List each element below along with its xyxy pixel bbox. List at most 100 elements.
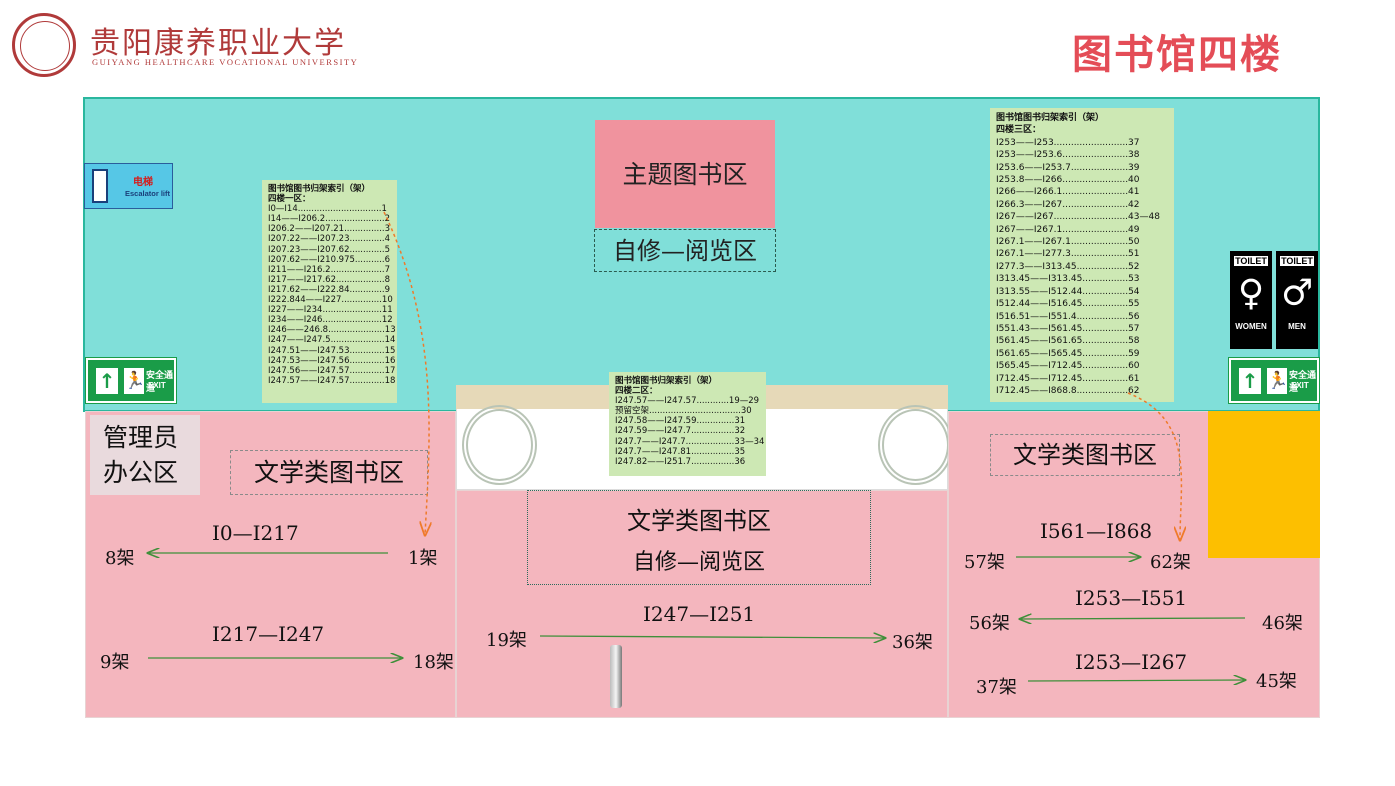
index-row: I561.65——I565.45................59: [996, 348, 1140, 359]
elevator-label-en: Escalator lift: [125, 189, 171, 198]
up-arrow-icon: ↑: [1239, 368, 1261, 394]
index-title: 图书馆图书归架索引（架）: [615, 376, 718, 386]
running-man-icon: 🏃: [1267, 368, 1288, 394]
index-row: I253.6——I253.7....................39: [996, 162, 1140, 173]
index-row: I246——246.8.....................13: [268, 325, 396, 336]
shelf-label: 46架: [1262, 613, 1303, 634]
exit-sign-right: ↑ 🏃 安全通道 EXIT: [1228, 357, 1320, 404]
index-row: I551.43——I561.45................57: [996, 323, 1140, 334]
men-label: MEN: [1288, 322, 1306, 331]
range-label: I561—I868: [1040, 519, 1153, 543]
index-row: I313.45——I313.45................53: [996, 274, 1140, 285]
index-row: I266.3——I267.......................42: [996, 199, 1140, 210]
index-row: I207.22——I207.23.............4: [268, 234, 391, 245]
theme-book-zone: 主题图书区: [595, 120, 775, 228]
up-arrow-icon: ↑: [96, 368, 118, 394]
index-row: I561.45——I561.65................58: [996, 336, 1140, 347]
shelf-label: 19架: [486, 630, 527, 651]
pillar-icon: [610, 645, 622, 708]
index-row: I253——I253.6.......................38: [996, 150, 1140, 161]
index-row: I247.51——I247.53.............15: [268, 345, 396, 356]
shelf-label: 56架: [969, 613, 1010, 634]
women-label: WOMEN: [1235, 322, 1267, 331]
index-row: I313.55——I512.44................54: [996, 286, 1140, 297]
range-label: I253—I267: [1075, 650, 1188, 674]
index-row: I247.7——I247.7..................33—34: [615, 436, 765, 447]
index-row: I247.82——I251.7................36: [615, 456, 746, 467]
literature-zone-right: 文学类图书区: [990, 434, 1180, 476]
university-seal-icon: [12, 13, 76, 77]
literature-mid-label: 文学类图书区: [627, 507, 771, 535]
index-row: I253.8——I266.......................40: [996, 175, 1140, 186]
index-row: I247.57——I247.57............19—29: [615, 396, 760, 407]
toilet-label: TOILET: [1234, 256, 1268, 266]
index-row: I247.59——I247.7................32: [615, 426, 746, 437]
shelf-label: 45架: [1256, 671, 1297, 692]
toilet-women-sign: TOILET ♀ WOMEN: [1230, 251, 1272, 349]
university-name-cn: 贵阳康养职业大学: [90, 26, 346, 61]
dotted-link-left: [383, 211, 429, 535]
index-row: I14——I206.2......................2: [268, 214, 391, 225]
exit-label-cn: 安全通道: [146, 371, 174, 394]
shelf-label: 36架: [892, 632, 933, 653]
index-row: I206.2——I207.21...............3: [268, 224, 391, 235]
index-zone: 四楼一区：: [268, 194, 311, 205]
index-row: I266——I266.1.......................41: [996, 187, 1140, 198]
index-row: I207.23——I207.62.............5: [268, 244, 391, 255]
index-row: I247.56——I247.57.............17: [268, 365, 396, 376]
exit-label-en: EXIT: [1291, 381, 1309, 390]
shelf-label: 1架: [408, 548, 438, 569]
index-row: I207.62——I210.975...........6: [268, 254, 391, 265]
index-row: I516.51——I551.4..................56: [996, 311, 1140, 322]
toilet-label: TOILET: [1280, 256, 1314, 266]
range-label: I0—I217: [212, 521, 299, 545]
range-label: I217—I247: [212, 622, 325, 646]
man-icon: ♂: [1280, 273, 1314, 314]
index-row: 预留空架..................................30: [615, 406, 752, 417]
index-row: I222.844——I227...............10: [268, 295, 393, 306]
university-name-en: GUIYANG HEALTHCARE VOCATIONAL UNIVERSITY: [92, 57, 359, 67]
shelf-label: 18架: [413, 652, 454, 673]
range-label: I253—I551: [1075, 586, 1188, 610]
woman-icon: ♀: [1237, 273, 1265, 314]
admin-office: 管理员 办公区: [90, 415, 200, 495]
exit-label-en: EXIT: [148, 381, 166, 390]
index-row: I267——I267..........................43—4…: [996, 212, 1160, 223]
index-row: I253——I253..........................37: [996, 137, 1140, 148]
index-row: I247.58——I247.59..............31: [615, 416, 746, 427]
range-label: I247—I251: [643, 602, 756, 626]
literature-zone-left: 文学类图书区: [230, 450, 428, 495]
index-row: I211——I216.2....................7: [268, 264, 391, 275]
zone-middle: [456, 490, 948, 718]
self-study-zone-top: 自修—阅览区: [594, 229, 776, 272]
index-row: I234——I246......................12: [268, 315, 393, 326]
orange-block: [1208, 411, 1320, 558]
shelf-index-zone-3: 图书馆图书归架索引（架） 四楼三区： I253——I253...........…: [990, 108, 1174, 402]
index-row: I247.7——I247.81................35: [615, 446, 746, 457]
running-man-icon: 🏃: [124, 368, 145, 394]
index-row: I227——I234......................11: [268, 305, 393, 316]
dotted-link-right: [1127, 392, 1181, 540]
arrow-mid1: [539, 636, 885, 638]
shelf-label: 62架: [1150, 552, 1191, 573]
shelf-index-zone-1: 图书馆图书归架索引（架） 四楼一区： I0—I14...............…: [262, 180, 397, 403]
index-row: I247——I247.5....................14: [268, 335, 396, 346]
index-row: I277.3——I313.45..................52: [996, 261, 1140, 272]
index-row: I712.45——I868.8..................62: [996, 385, 1140, 396]
index-row: I712.45——I712.45................61: [996, 373, 1140, 384]
arrow-right2: [1020, 618, 1246, 619]
admin-office-line1: 管理员: [103, 423, 179, 452]
shelf-label: 57架: [964, 552, 1005, 573]
index-title: 图书馆图书归架索引（架）: [996, 113, 1105, 123]
index-zone: 四楼二区：: [615, 386, 658, 397]
index-row: I217.62——I222.84.............9: [268, 284, 391, 295]
shelf-label: 8架: [105, 548, 135, 569]
index-row: I565.45——I712.45................60: [996, 361, 1140, 372]
index-row: I267.1——I267.1....................50: [996, 237, 1140, 248]
index-row: I247.57——I247.57.............18: [268, 375, 396, 386]
elevator-sign: 电梯 Escalator lift: [84, 163, 173, 209]
index-row: I512.44——I516.45................55: [996, 299, 1140, 310]
index-title: 图书馆图书归架索引（架）: [268, 184, 371, 194]
self-study-mid-label: 自修—阅览区: [632, 550, 765, 575]
